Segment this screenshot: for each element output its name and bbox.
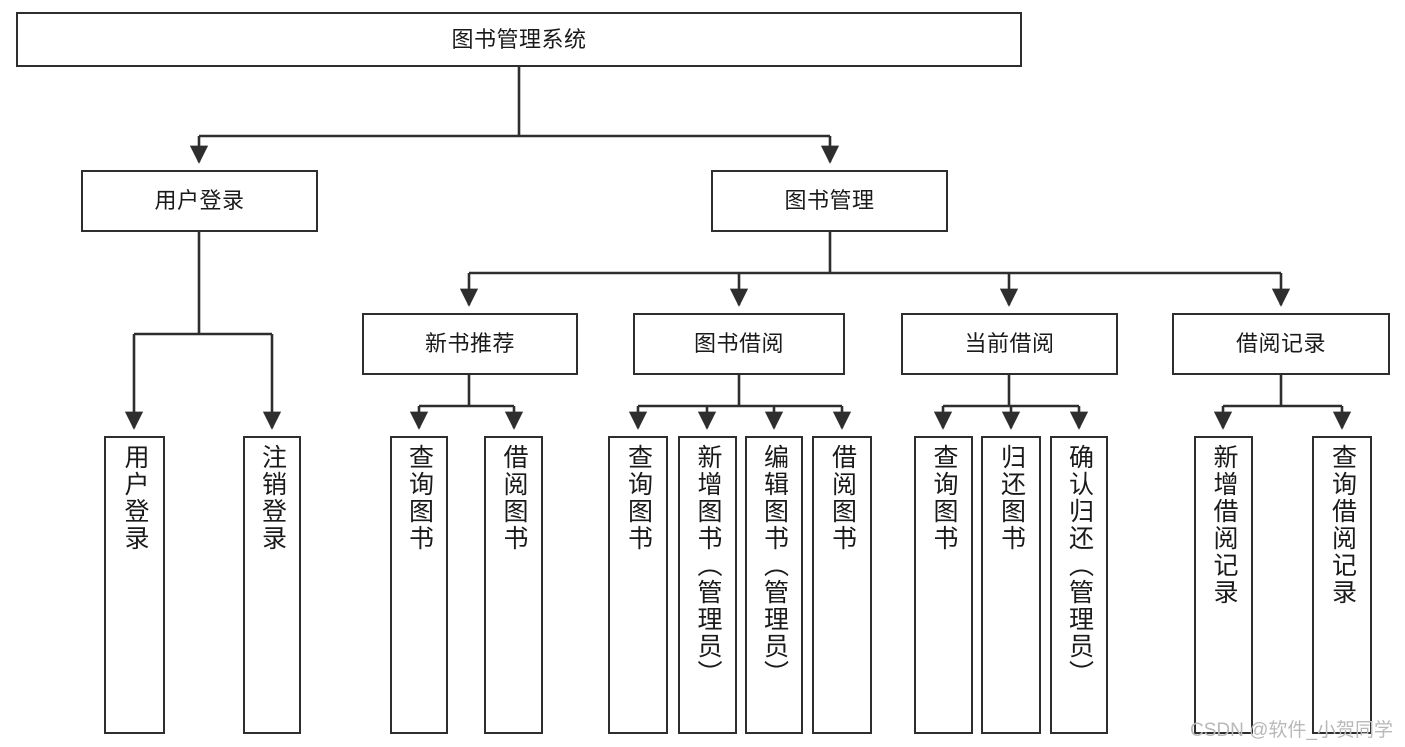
- node-user-login[interactable]: 用户登录: [81, 170, 318, 232]
- node-book-manage-label: 图书管理: [784, 188, 875, 214]
- node-book-manage[interactable]: 图书管理: [711, 170, 948, 232]
- node-leaf-borrow-book-2-label: 借阅图书: [828, 444, 857, 552]
- node-root-label: 图书管理系统: [451, 26, 587, 52]
- node-leaf-borrow-book-1[interactable]: 借阅图书: [484, 436, 543, 734]
- node-leaf-return-book[interactable]: 归还图书: [981, 436, 1041, 734]
- node-leaf-user-login-label: 用户登录: [121, 444, 149, 552]
- node-leaf-user-logout-label: 注销登录: [258, 444, 287, 552]
- node-user-login-label: 用户登录: [154, 188, 245, 214]
- node-leaf-query-book-2-label: 查询图书: [624, 444, 653, 552]
- node-leaf-query-book-3[interactable]: 查询图书: [914, 436, 973, 734]
- node-current-borrow[interactable]: 当前借阅: [901, 313, 1118, 375]
- node-leaf-user-logout[interactable]: 注销登录: [243, 436, 301, 734]
- node-leaf-return-book-label: 归还图书: [997, 444, 1026, 552]
- node-leaf-add-book[interactable]: 新增图书（管理员）: [678, 436, 737, 734]
- node-leaf-confirm-return-label: 确认归还（管理员）: [1065, 444, 1094, 687]
- node-borrow-record-label: 借阅记录: [1235, 331, 1326, 357]
- node-book-borrow[interactable]: 图书借阅: [633, 313, 845, 375]
- node-leaf-edit-book[interactable]: 编辑图书（管理员）: [745, 436, 803, 734]
- node-leaf-borrow-book-2[interactable]: 借阅图书: [812, 436, 872, 734]
- node-borrow-record[interactable]: 借阅记录: [1172, 313, 1390, 375]
- node-leaf-add-record[interactable]: 新增借阅记录: [1194, 436, 1253, 734]
- node-leaf-confirm-return[interactable]: 确认归还（管理员）: [1050, 436, 1108, 734]
- node-leaf-add-book-label: 新增图书（管理员）: [694, 444, 722, 687]
- node-leaf-user-login[interactable]: 用户登录: [104, 436, 165, 734]
- node-leaf-query-book-2[interactable]: 查询图书: [608, 436, 668, 734]
- node-leaf-query-book-3-label: 查询图书: [930, 444, 958, 552]
- node-new-book-recommend-label: 新书推荐: [424, 331, 515, 357]
- node-root[interactable]: 图书管理系统: [16, 12, 1022, 67]
- node-new-book-recommend[interactable]: 新书推荐: [362, 313, 578, 375]
- node-leaf-query-record-label: 查询借阅记录: [1328, 444, 1357, 606]
- node-leaf-borrow-book-1-label: 借阅图书: [500, 444, 528, 552]
- node-leaf-query-record[interactable]: 查询借阅记录: [1312, 436, 1372, 734]
- node-leaf-query-book-1[interactable]: 查询图书: [390, 436, 448, 734]
- node-leaf-add-record-label: 新增借阅记录: [1210, 444, 1238, 606]
- node-leaf-query-book-1-label: 查询图书: [405, 444, 434, 552]
- node-book-borrow-label: 图书借阅: [693, 331, 784, 357]
- node-current-borrow-label: 当前借阅: [964, 331, 1055, 357]
- node-leaf-edit-book-label: 编辑图书（管理员）: [760, 444, 789, 687]
